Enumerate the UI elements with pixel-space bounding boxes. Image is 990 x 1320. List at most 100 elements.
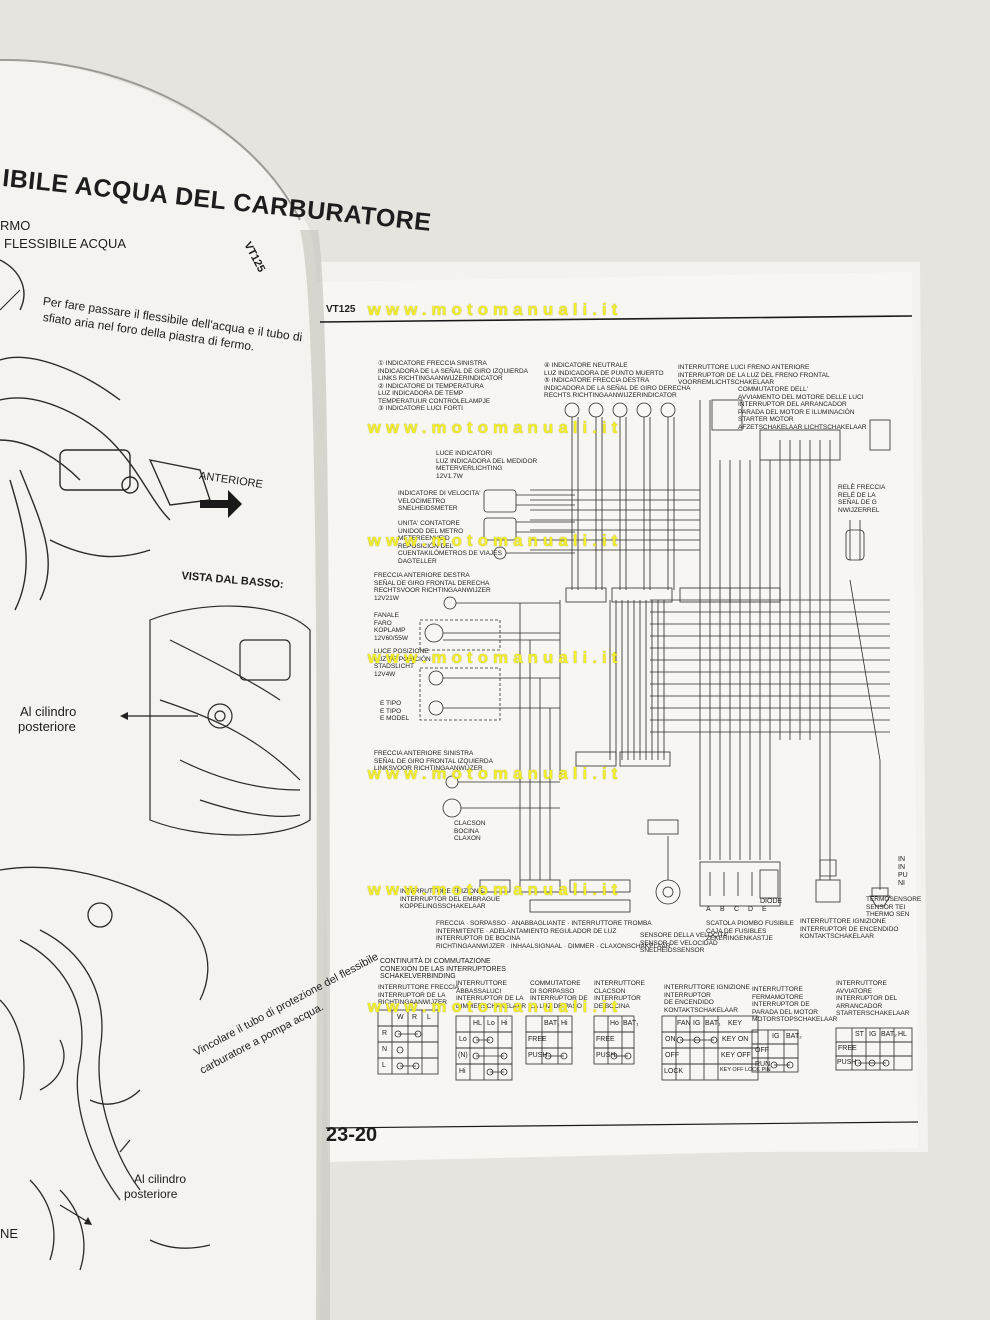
label-cilindro-2a: Al cilindro [134, 1172, 187, 1186]
tbl-dim-row-hi: Hi [459, 1068, 466, 1075]
tbl-start-row-free: FREE [838, 1045, 857, 1052]
watermark: www.motomanuali.it [367, 648, 623, 667]
tbl-pass-row-push: PUSH [528, 1052, 548, 1059]
tbl-ign-key-on: KEY ON [722, 1036, 749, 1043]
tbl-ign-head-fan: FAN [677, 1020, 691, 1027]
watermark: www.motomanuali.it [367, 997, 623, 1016]
fuse-label-e: E [762, 906, 767, 913]
tbl-horn-row-free: FREE [596, 1036, 615, 1043]
tbl-dim-head-hl: HL [473, 1020, 482, 1027]
watermark: www.motomanuali.it [367, 531, 623, 550]
tbl-ign-head-ig: IG [693, 1020, 701, 1027]
tbl-horn-row-push: PUSH [596, 1052, 616, 1059]
tbl-ign-head-bat: BAT₁ [705, 1020, 721, 1027]
tbl-stop-row-off: OFF [755, 1047, 769, 1054]
label-corner: NE [0, 1226, 19, 1241]
watermark: www.motomanuali.it [367, 418, 623, 437]
sensore-velocita: SENSORE DELLA VELOCITA'SENSOR DE VELOCID… [640, 932, 729, 954]
label-rmo: RMO [0, 218, 31, 233]
tbl-start-head-hl: HL [898, 1031, 907, 1038]
tbl-turn-row-r: R [382, 1030, 388, 1037]
tbl-stop-head-bat: BAT₂ [786, 1033, 802, 1040]
tbl-turn-head-w: W [397, 1014, 404, 1021]
tbl-ign-head-key: KEY [728, 1020, 743, 1027]
freccia-sorpasso-row: FRECCIA · SORPASSO · ANABBAGLIANTE · INT… [436, 920, 671, 950]
tbl-ign-row-on: ON [665, 1036, 676, 1043]
tbl-start-head-st: ST [855, 1031, 864, 1038]
tbl-turn-head-l: L [427, 1014, 431, 1021]
tbl-stop-row-run: RUN [755, 1061, 771, 1068]
tbl-ign-row-lock: LOCK [664, 1068, 684, 1075]
tbl-pass-head-bat: BAT₁ [544, 1020, 560, 1027]
tbl-dim-head-hi: Hi [501, 1020, 508, 1027]
tbl-start-head-bat: BAT₂ [881, 1031, 897, 1038]
watermark: www.motomanuali.it [367, 764, 623, 783]
fuse-label-b: B [720, 906, 725, 913]
hose-drawing [0, 866, 211, 1271]
commutatore: COMMUTATORE DELL'AVVIAMENTO DEL MOTORE D… [738, 386, 867, 431]
label-cilindro-1a: Al cilindro [20, 704, 77, 719]
tbl-dim-row-n: (N) [458, 1052, 468, 1059]
engine-drawing-top [0, 259, 211, 611]
tbl-horn-head-ho: Ho [610, 1020, 619, 1027]
watermark: www.motomanuali.it [367, 300, 623, 319]
fuse-label-a: A [706, 906, 711, 913]
page-number: 23-20 [326, 1124, 378, 1146]
tbl-turn-row-n: N [382, 1046, 388, 1053]
tbl-pass-head-hi: Hi [561, 1020, 568, 1027]
diode-label: DIODE [760, 898, 783, 905]
arrow-icon [200, 490, 242, 518]
tbl-horn-head-bat: BAT₁ [623, 1020, 639, 1027]
tbl-start-row-push: PUSH [837, 1059, 857, 1066]
label-cilindro-1b: posteriore [18, 719, 76, 734]
watermark: www.motomanuali.it [367, 880, 623, 899]
label-cilindro-2b: posteriore [124, 1187, 178, 1201]
tbl-ign-row-off: OFF [665, 1052, 679, 1059]
engine-drawing-bottom [149, 605, 311, 836]
tbl-start-head-ig: IG [869, 1031, 877, 1038]
tbl-turn-head-r: R [412, 1014, 418, 1021]
fuse-label-d: D [748, 906, 754, 913]
switch-tables [377, 1009, 913, 1081]
right-page [318, 272, 918, 1162]
tbl-dim-row-lo: Lo [459, 1036, 467, 1043]
tbl-dim-head-lo: Lo [487, 1020, 495, 1027]
tbl-pass-row-free: FREE [528, 1036, 547, 1043]
right-header: VT125 [326, 304, 356, 315]
left-page [0, 60, 326, 1320]
tbl-stop-head-ig: IG [772, 1033, 780, 1040]
tbl-ign-key-off: KEY OFF [721, 1052, 751, 1059]
tbl-turn-row-l: L [382, 1062, 386, 1069]
fuse-label-c: C [734, 906, 740, 913]
tbl-ign-key-lock: KEY OFF LOCK PIN [720, 1067, 771, 1073]
wiring-diagram [419, 399, 891, 913]
label-flessibile: FLESSIBILE ACQUA [4, 236, 127, 251]
